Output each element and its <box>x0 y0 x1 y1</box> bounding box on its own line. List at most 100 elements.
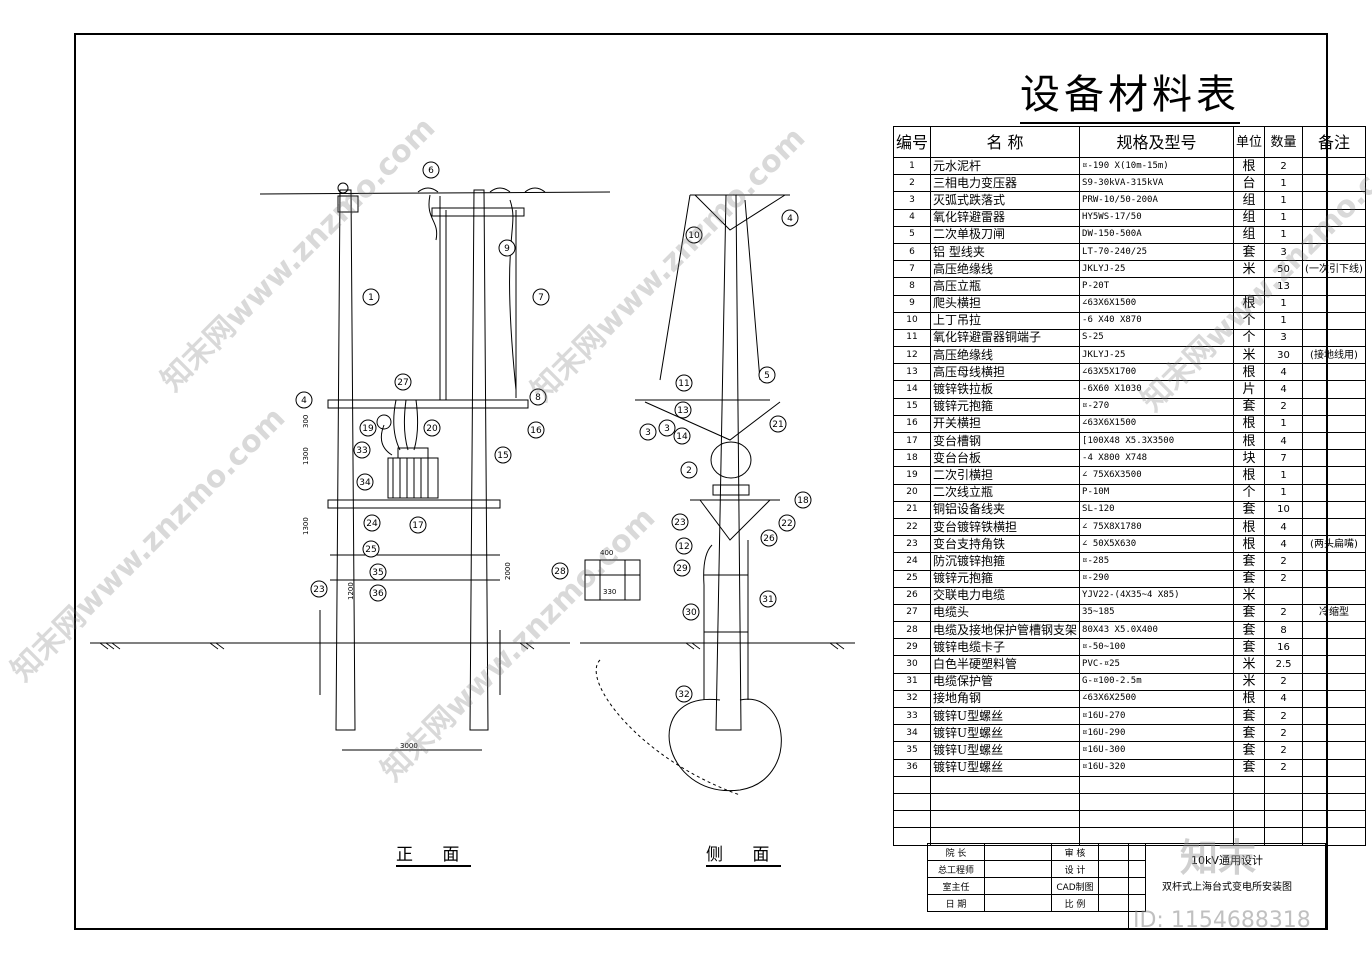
svg-text:7: 7 <box>538 293 544 303</box>
svg-text:5: 5 <box>764 371 770 381</box>
row-number: 24 <box>892 552 932 571</box>
row-name: 接地角钢 <box>930 689 1081 709</box>
row-name: 交联电力电缆 <box>930 586 1081 605</box>
row-spec: ∠63X6X1500 <box>1079 414 1235 434</box>
row-name: 变台支持角铁 <box>930 535 1081 554</box>
row-qty: 1 <box>1264 174 1304 193</box>
svg-text:1: 1 <box>368 293 374 303</box>
row-qty: 4 <box>1264 517 1304 537</box>
row-spec: YJV22-(4X35~4 X85) <box>1079 586 1235 605</box>
image-id-badge: ID: 1154688318 <box>1133 908 1311 933</box>
header-spec: 规格及型号 <box>1079 126 1235 158</box>
row-spec: ∠ 50X5X630 <box>1079 535 1235 554</box>
row-note <box>1302 414 1366 434</box>
row-qty: 2 <box>1264 397 1304 416</box>
row-unit: 套 <box>1233 706 1266 726</box>
dim-1200: 1200 <box>347 582 355 600</box>
row-spec: 35~185 <box>1079 603 1235 623</box>
row-qty: 2 <box>1264 569 1304 588</box>
row-number: 16 <box>892 414 932 434</box>
svg-text:23: 23 <box>674 518 685 528</box>
row-number: 34 <box>892 724 932 743</box>
svg-text:9: 9 <box>504 244 510 254</box>
tb-label2-2: 设 计 <box>1051 860 1099 878</box>
row-unit: 根 <box>1233 414 1266 434</box>
dim-1300-a: 1300 <box>302 447 310 465</box>
row-spec: DW-150-500A <box>1079 225 1235 244</box>
row-unit: 根 <box>1233 535 1266 554</box>
dim-2000: 2000 <box>504 562 512 580</box>
header-qty: 数量 <box>1264 126 1304 158</box>
row-qty: 4 <box>1264 380 1304 399</box>
row-spec: P-10M <box>1079 483 1235 502</box>
row-number: 1 <box>892 156 932 176</box>
row-spec: ∠ 75X6X3500 <box>1079 466 1235 485</box>
row-unit: 根 <box>1233 689 1266 709</box>
svg-text:12: 12 <box>678 542 689 552</box>
row-qty: 30 <box>1264 346 1304 365</box>
svg-text:18: 18 <box>797 496 809 506</box>
row-unit: 套 <box>1233 569 1266 588</box>
title-block-right: 10kV通用设计 双杆式上海台式变电所安装图 <box>1128 843 1326 929</box>
row-number: 7 <box>892 260 932 279</box>
row-name: 二次单极刀闸 <box>930 225 1081 244</box>
tb-label-2: 总工程师 <box>927 860 985 878</box>
row-name: 高压绝缘线 <box>930 260 1081 279</box>
table-header-row: 编号 名 称 规格及型号 单位 数量 备注 <box>892 126 1366 158</box>
svg-text:20: 20 <box>426 424 438 434</box>
row-spec: ¤16U-290 <box>1079 724 1235 743</box>
row-spec: SL-120 <box>1079 500 1235 519</box>
row-number: 20 <box>892 483 932 502</box>
row-unit: 米 <box>1233 586 1266 605</box>
row-name: 铝 型线夹 <box>930 242 1081 262</box>
row-note <box>1302 621 1366 640</box>
row-name: 变台槽钢 <box>930 431 1081 451</box>
row-number: 2 <box>892 174 932 193</box>
row-name: 灭弧式跌落式 <box>930 191 1081 210</box>
row-qty: 1 <box>1264 294 1304 313</box>
row-qty: 13 <box>1264 277 1304 296</box>
row-number: 30 <box>892 655 932 674</box>
svg-text:29: 29 <box>676 564 688 574</box>
row-name: 高压绝缘线 <box>930 346 1081 365</box>
row-name: 镀锌元抱箍 <box>930 569 1081 588</box>
row-note <box>1302 380 1366 399</box>
dim-1300-b: 1300 <box>302 517 310 535</box>
header-name: 名 称 <box>930 126 1081 158</box>
row-name: 元水泥杆 <box>930 156 1081 176</box>
row-number: 12 <box>892 346 932 365</box>
dim-400: 400 <box>600 549 613 557</box>
row-spec: LT-70-240/25 <box>1079 242 1235 262</box>
row-spec: ¤16U-320 <box>1079 758 1235 777</box>
row-number: 36 <box>892 758 932 777</box>
header-unit: 单位 <box>1233 126 1266 158</box>
row-note <box>1302 500 1366 519</box>
svg-text:25: 25 <box>365 545 376 555</box>
svg-text:36: 36 <box>372 589 384 599</box>
svg-text:32: 32 <box>678 690 689 700</box>
row-name: 镀锌U型螺丝 <box>930 758 1081 777</box>
row-qty: 2 <box>1264 672 1304 691</box>
svg-text:34: 34 <box>359 478 371 488</box>
svg-text:10: 10 <box>688 231 700 241</box>
row-number: 33 <box>892 706 932 726</box>
svg-text:2: 2 <box>686 466 692 476</box>
row-unit: 套 <box>1233 603 1266 623</box>
row-number: 9 <box>892 294 932 313</box>
row-number: 22 <box>892 517 932 537</box>
row-qty: 1 <box>1264 311 1304 330</box>
row-unit: 米 <box>1233 672 1266 691</box>
